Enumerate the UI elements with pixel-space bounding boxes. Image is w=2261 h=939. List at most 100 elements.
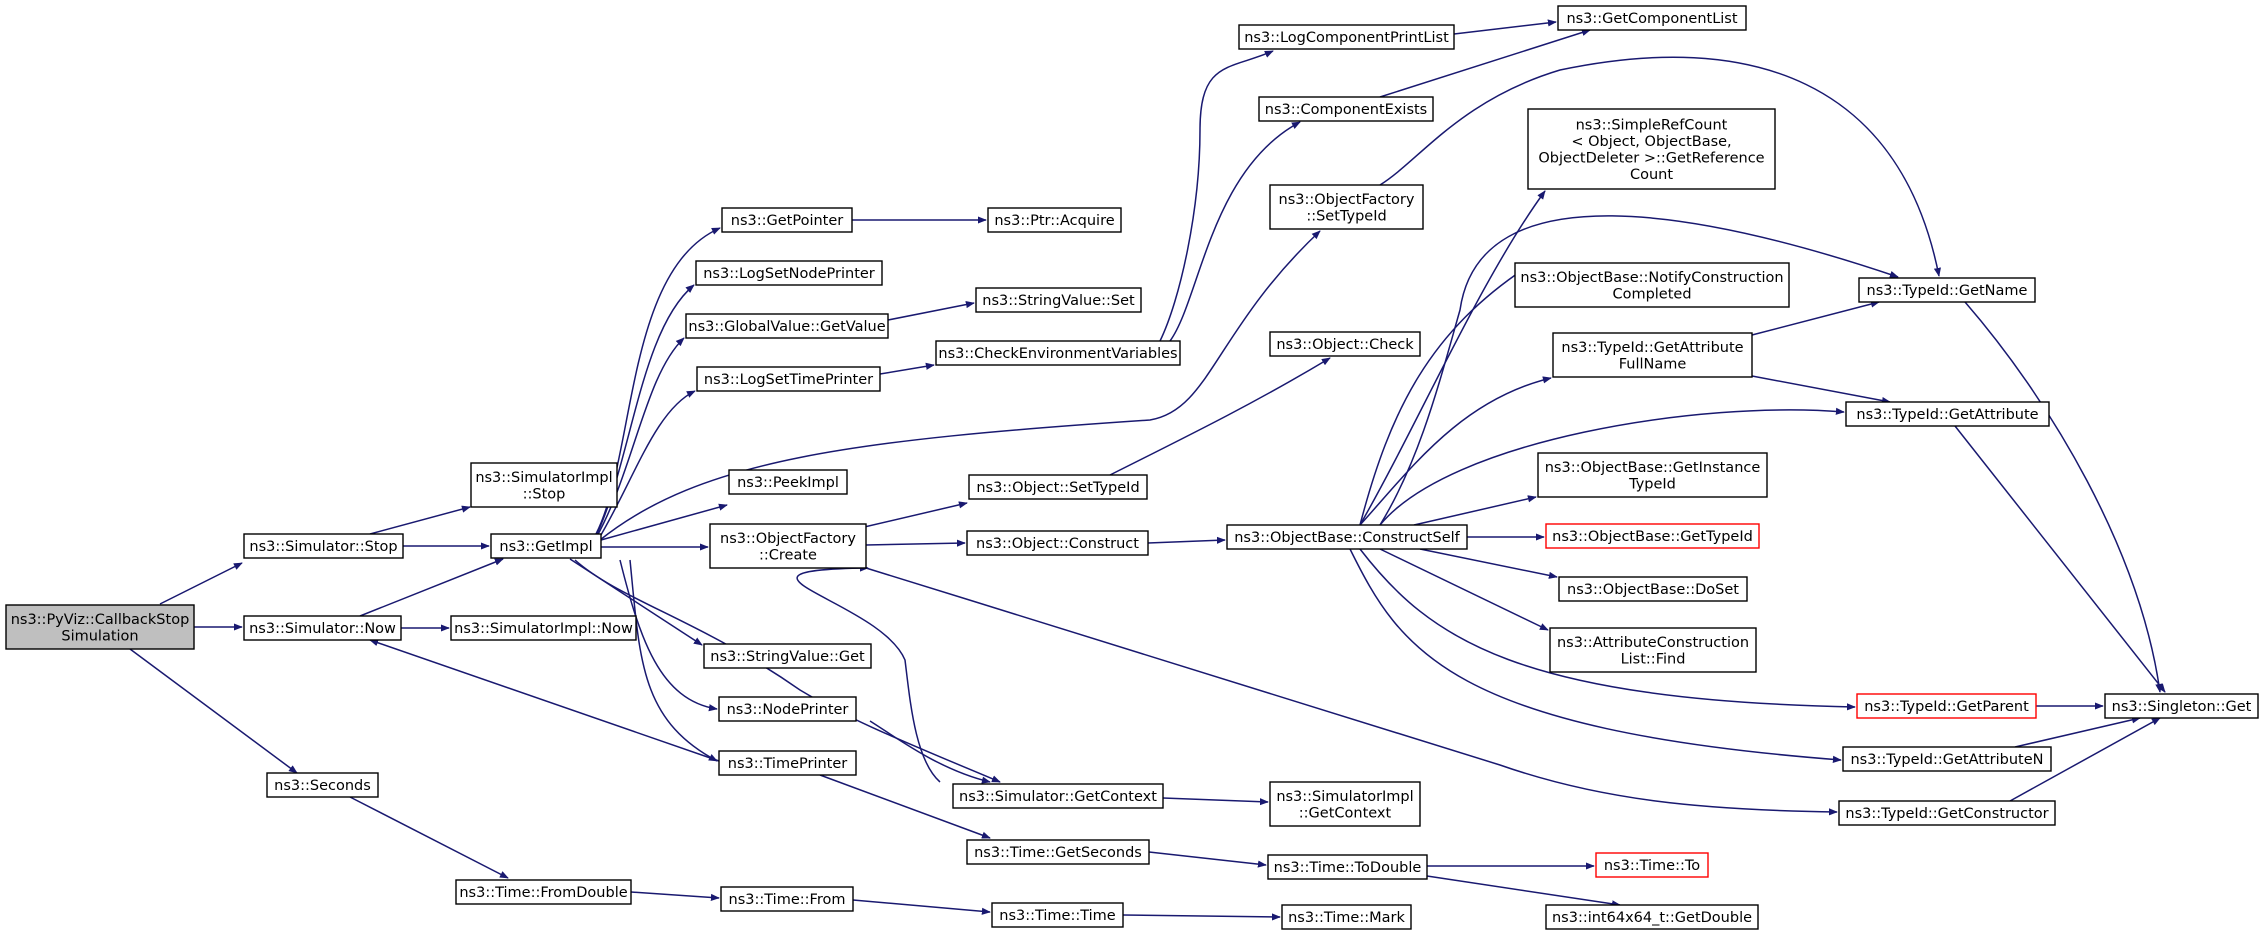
node-objectfactory-create[interactable]: ns3::ObjectFactory::Create (709, 523, 867, 569)
node-time-from[interactable]: ns3::Time::From (720, 886, 854, 912)
node-checkenv[interactable]: ns3::CheckEnvironmentVariables (935, 340, 1181, 366)
node-getimpl[interactable]: ns3::GetImpl (490, 533, 602, 559)
node-label-line: ns3::Object::Check (1276, 337, 1414, 353)
node-label-line: ns3::Object::Construct (976, 536, 1139, 552)
node-label-line: ns3::Simulator::Now (249, 621, 396, 637)
node-typeid-getconstructor[interactable]: ns3::TypeId::GetConstructor (1838, 800, 2056, 826)
node-singleton-get[interactable]: ns3::Singleton::Get (2104, 693, 2259, 719)
edge-time-todouble-to-int64x64-getdouble (1426, 875, 1621, 908)
edge-timeprinter-to-sim-now (369, 639, 720, 762)
node-objectbase-gettypeid[interactable]: ns3::ObjectBase::GetTypeId (1545, 523, 1760, 549)
node-label-line: ns3::PyViz::CallbackStop (11, 612, 190, 628)
node-typeid-getparent[interactable]: ns3::TypeId::GetParent (1856, 693, 2037, 719)
node-label-line: ns3::Object::SetTypeId (976, 480, 1139, 496)
node-simimpl-stop[interactable]: ns3::SimulatorImpl::Stop (470, 462, 618, 508)
node-box (5, 604, 195, 650)
node-label-line: Simulation (61, 628, 138, 644)
node-label-line: ns3::ObjectBase::GetInstance (1545, 460, 1761, 476)
node-box (1545, 523, 1760, 549)
node-timeprinter[interactable]: ns3::TimePrinter (718, 750, 857, 776)
node-box (455, 879, 632, 905)
node-object-settypeid[interactable]: ns3::Object::SetTypeId (968, 474, 1148, 500)
edge-object-settypeid-to-object-check (1109, 357, 1331, 476)
node-seconds[interactable]: ns3::Seconds (266, 772, 379, 798)
node-logcomponentprintlist[interactable]: ns3::LogComponentPrintList (1238, 24, 1455, 50)
node-sim-getcontext[interactable]: ns3::Simulator::GetContext (952, 783, 1164, 809)
node-typeid-getattribute[interactable]: ns3::TypeId::GetAttribute (1845, 401, 2050, 427)
node-logsettimeprinter[interactable]: ns3::LogSetTimePrinter (696, 366, 881, 392)
node-label-line: ns3::Time::Time (999, 908, 1116, 924)
node-componentexists[interactable]: ns3::ComponentExists (1258, 96, 1434, 122)
edge-sim-getcontext-to-objectfactory-create (796, 564, 941, 783)
node-time-todouble[interactable]: ns3::Time::ToDouble (1267, 854, 1428, 880)
node-label-line: ns3::Simulator::Stop (249, 539, 397, 555)
node-sim-stop[interactable]: ns3::Simulator::Stop (243, 533, 404, 559)
node-objectbase-constructself[interactable]: ns3::ObjectBase::ConstructSelf (1226, 524, 1468, 550)
node-object-construct[interactable]: ns3::Object::Construct (966, 530, 1149, 556)
node-stringvalue-set[interactable]: ns3::StringValue::Set (975, 287, 1142, 313)
node-box (968, 474, 1148, 500)
node-typeid-getname[interactable]: ns3::TypeId::GetName (1858, 277, 2036, 303)
node-objectfactory-settypeid[interactable]: ns3::ObjectFactory::SetTypeId (1269, 184, 1424, 230)
node-box (1226, 524, 1468, 550)
node-label-line: ns3::TypeId::GetAttribute (1561, 340, 1743, 356)
node-box (1549, 627, 1757, 673)
node-label-line: Count (1630, 167, 1673, 183)
node-stringvalue-get[interactable]: ns3::StringValue::Get (703, 643, 872, 669)
node-simimpl-now[interactable]: ns3::SimulatorImpl::Now (450, 615, 637, 641)
node-time-mark[interactable]: ns3::Time::Mark (1281, 904, 1412, 930)
node-box (695, 260, 883, 286)
node-label-line: ns3::ObjectBase::GetTypeId (1552, 529, 1753, 545)
edge-time-time-to-time-mark (1122, 913, 1281, 921)
edge-componentexists-to-getcomponentlist (1379, 29, 1591, 98)
edge-seconds-to-time-fromdouble (349, 796, 509, 879)
node-simimpl-getcontext[interactable]: ns3::SimulatorImpl::GetContext (1269, 781, 1421, 827)
node-label-line: ns3::StringValue::Set (982, 293, 1135, 309)
edge-objectbase-constructself-to-typeid-getname (1379, 215, 1899, 526)
node-time-getseconds[interactable]: ns3::Time::GetSeconds (966, 839, 1150, 865)
node-logsetnodeprinter[interactable]: ns3::LogSetNodePrinter (695, 260, 883, 286)
node-label-line: ns3::LogSetNodePrinter (703, 266, 875, 282)
node-objectbase-notify[interactable]: ns3::ObjectBase::NotifyConstructionCompl… (1514, 262, 1790, 308)
node-simplerefcount[interactable]: ns3::SimpleRefCount< Object, ObjectBase,… (1527, 108, 1776, 190)
edge-getimpl-to-nodeprinter (619, 559, 718, 712)
node-box (1527, 108, 1776, 190)
node-getpointer[interactable]: ns3::GetPointer (721, 207, 853, 233)
node-label-line: ns3::CheckEnvironmentVariables (938, 346, 1177, 362)
node-label-line: ns3::Time::Mark (1288, 910, 1405, 926)
node-time-fromdouble[interactable]: ns3::Time::FromDouble (455, 879, 632, 905)
node-object-check[interactable]: ns3::Object::Check (1269, 331, 1421, 357)
node-objectbase-doset[interactable]: ns3::ObjectBase::DoSet (1558, 576, 1748, 602)
node-box (1842, 746, 2052, 772)
node-box (1838, 800, 2056, 826)
node-int64x64-getdouble[interactable]: ns3::int64x64_t::GetDouble (1545, 904, 1759, 930)
node-sim-now[interactable]: ns3::Simulator::Now (243, 615, 402, 641)
node-globalvalue-getvalue[interactable]: ns3::GlobalValue::GetValue (685, 313, 889, 339)
edge-globalvalue-getvalue-to-stringvalue-set (887, 301, 975, 321)
node-time-to[interactable]: ns3::Time::To (1595, 852, 1709, 878)
node-ptr-acquire[interactable]: ns3::Ptr::Acquire (987, 207, 1122, 233)
node-label-line: ns3::LogSetTimePrinter (704, 372, 873, 388)
edge-objectfactory-create-to-object-construct (865, 539, 966, 547)
node-box (720, 886, 854, 912)
node-label-line: List::Find (1621, 651, 1686, 667)
node-box (991, 902, 1124, 928)
node-box (1545, 904, 1759, 930)
node-label-line: ns3::TypeId::GetAttribute (1856, 407, 2038, 423)
node-label-line: ns3::SimulatorImpl::Now (454, 621, 633, 637)
node-peekimpl[interactable]: ns3::PeekImpl (728, 469, 848, 495)
edge-object-construct-to-objectbase-constructself (1147, 536, 1226, 544)
node-time-time[interactable]: ns3::Time::Time (991, 902, 1124, 928)
edge-getimpl-to-globalvalue-getvalue (595, 337, 685, 539)
node-box (975, 287, 1142, 313)
node-box (703, 643, 872, 669)
node-nodeprinter[interactable]: ns3::NodePrinter (718, 696, 857, 722)
node-typeid-getattributen[interactable]: ns3::TypeId::GetAttributeN (1842, 746, 2052, 772)
node-getcomponentlist[interactable]: ns3::GetComponentList (1557, 5, 1747, 31)
edge-sim-getcontext-to-simimpl-getcontext (1162, 797, 1269, 806)
call-edges (129, 19, 2166, 921)
